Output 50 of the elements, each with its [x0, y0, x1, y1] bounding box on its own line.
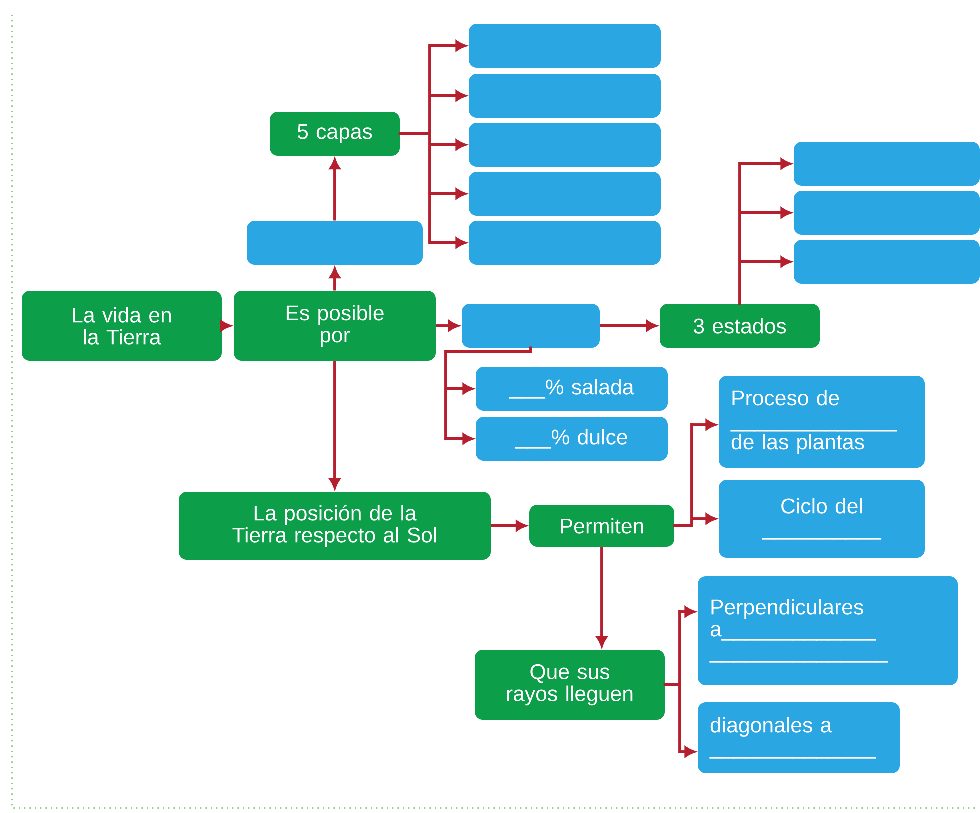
blank-box [247, 221, 423, 265]
connector-line [738, 162, 742, 306]
arrow [330, 361, 340, 489]
blank-box [469, 74, 661, 118]
blank-box [469, 24, 661, 68]
concept-box: ___% salada [476, 367, 668, 411]
blank-box [469, 123, 661, 167]
concept-box: Ciclo del __________ [719, 480, 926, 558]
arrow [692, 420, 716, 430]
blank-box [469, 221, 661, 265]
concept-box: ___% dulce [476, 417, 668, 461]
concept-box: Que sus rayos lleguen [475, 650, 666, 720]
arrow [430, 40, 466, 52]
concept-box: La vida en la Tierra [22, 291, 222, 361]
blank-box [462, 304, 600, 348]
arrow [430, 188, 466, 200]
arrow [600, 320, 657, 332]
arrow [491, 520, 526, 532]
arrow [220, 320, 231, 332]
arrow [330, 159, 340, 221]
concept-box: Permiten [530, 505, 675, 547]
concept-box: diagonales a ______________ [698, 702, 900, 774]
arrow [430, 140, 466, 150]
blank-box [469, 172, 661, 216]
concept-box: 5 capas [270, 112, 400, 156]
arrow [740, 208, 792, 218]
connector-line [664, 610, 682, 754]
connector-line [398, 44, 432, 244]
arrow [680, 606, 696, 618]
arrow [596, 547, 608, 647]
arrow [430, 238, 466, 248]
blank-box [794, 240, 980, 284]
concept-box: 3 estados [660, 304, 820, 348]
blank-box [794, 142, 980, 186]
arrow [692, 514, 716, 524]
concept-box: Proceso de ______________ de las plantas [719, 376, 926, 468]
arrow [680, 746, 696, 758]
arrow [436, 320, 459, 332]
concept-box: Perpendiculares a_____________ _______________ [698, 576, 958, 686]
concept-box: Es posible por [234, 291, 436, 361]
arrow [740, 256, 792, 268]
concept-box: La posición de la Tierra respecto al Sol [179, 492, 491, 560]
arrow [446, 434, 474, 444]
arrow [446, 384, 474, 394]
arrow [330, 268, 340, 291]
arrow [740, 158, 792, 170]
blank-box [794, 191, 980, 235]
arrow [430, 90, 466, 102]
connector-line [673, 424, 694, 528]
connector-line [444, 346, 532, 440]
